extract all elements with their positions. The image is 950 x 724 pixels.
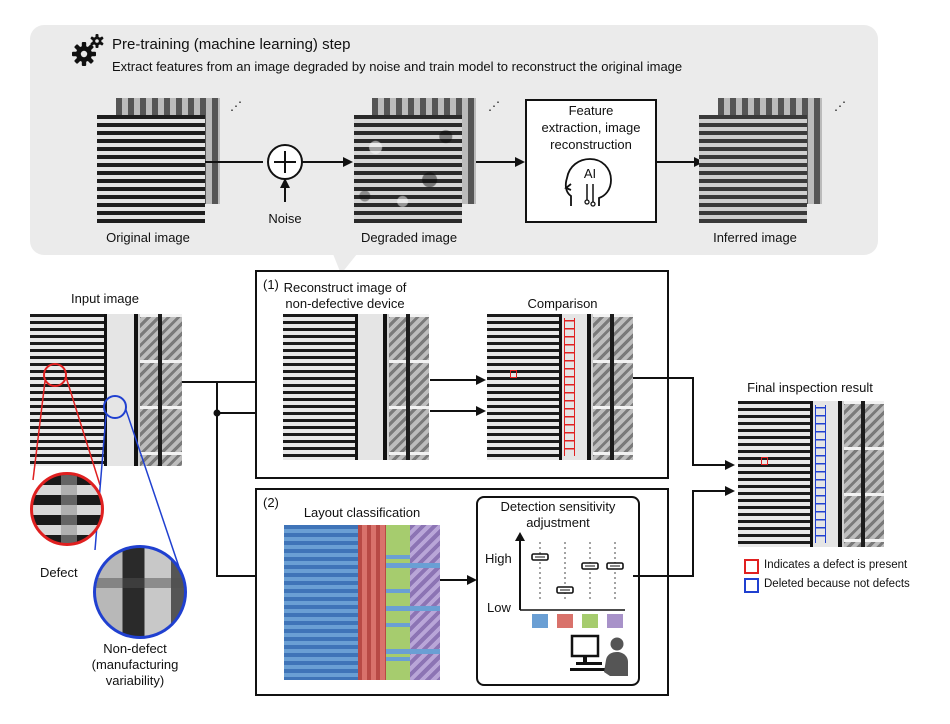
arrows-to-comparison: [430, 375, 486, 416]
degraded-image-label: Degraded image: [360, 230, 458, 245]
layout-class-red: [358, 525, 386, 680]
legend-red-text: Indicates a defect is present: [764, 559, 908, 571]
class-swatch-4: [607, 614, 623, 628]
pretraining-subtitle: Extract features from an image degraded …: [112, 59, 683, 74]
operator-icon: [570, 634, 628, 676]
layout-classification-image: [284, 525, 440, 680]
sensitivity-chart: [515, 532, 625, 628]
ai-head-icon: [564, 158, 612, 207]
class-swatch-1: [532, 614, 548, 628]
high-label: High: [485, 551, 512, 566]
ai-box-line3: reconstruction: [550, 137, 632, 152]
step1-title-line1: Reconstruct image of: [283, 280, 407, 295]
gears-icon: [72, 34, 104, 66]
inferred-image: [699, 115, 807, 223]
input-image: [30, 314, 182, 466]
sensitivity-title-line1: Detection sensitivity: [500, 499, 616, 514]
nondefect-line2: (manufacturing: [91, 657, 179, 672]
layout-class-blue: [284, 525, 358, 680]
final-result-label: Final inspection result: [747, 380, 873, 395]
input-image-label: Input image: [71, 291, 139, 306]
sensitivity-title-line2: adjustment: [526, 515, 590, 530]
legend-blue-swatch: [744, 578, 759, 593]
degraded-ellipsis: ⋰: [488, 99, 500, 113]
arrow-to-ai: [476, 157, 525, 167]
defect-label: Defect: [40, 565, 78, 580]
ai-text: AI: [583, 166, 597, 181]
noise-adder: [205, 144, 353, 202]
final-result-image: [738, 401, 884, 547]
layout-class-separators: [386, 525, 440, 680]
comparison-image: [487, 314, 633, 460]
arrow-to-inferred: [655, 157, 704, 167]
ai-box: [525, 99, 657, 223]
legend-blue-text: Deleted because not defects: [764, 578, 910, 590]
original-image-label: Original image: [106, 230, 190, 245]
arrow-to-sensitivity: [440, 575, 477, 585]
final-deleted-markers: [815, 405, 826, 543]
original-ellipsis: ⋰: [230, 99, 242, 113]
comparison-variability-markers: [564, 318, 575, 456]
class-swatch-2: [557, 614, 573, 628]
class-swatch-3: [582, 614, 598, 628]
legend-red-swatch: [744, 559, 759, 574]
noise-label: Noise: [268, 211, 302, 226]
comparison-label: Comparison: [527, 296, 598, 311]
defect-zoom-circle: [30, 472, 104, 546]
comparison-defect-marker: [510, 370, 517, 378]
step1-title-line2: non-defective device: [285, 296, 405, 311]
nondefect-line3: variability): [105, 673, 165, 688]
layout-classification-label: Layout classification: [303, 505, 421, 520]
result-connectors: [633, 377, 735, 577]
step2-number: (2): [263, 495, 279, 510]
pretraining-title: Pre-training (machine learning) step: [112, 36, 351, 53]
inferred-image-label: Inferred image: [713, 230, 797, 245]
ai-box-line2: extraction, image: [541, 120, 641, 135]
nondefect-line1: Non-defect: [103, 641, 167, 656]
low-label: Low: [487, 600, 511, 615]
ai-box-line1: Feature: [568, 103, 614, 118]
final-defect-marker: [761, 457, 768, 465]
reconstructed-image: [283, 314, 429, 460]
original-image: [97, 115, 205, 223]
zoom-connectors: [32, 363, 181, 571]
nondefect-zoom-circle: [93, 545, 187, 639]
inferred-ellipsis: ⋰: [834, 99, 846, 113]
step1-number: (1): [263, 277, 279, 292]
degraded-image: [354, 115, 462, 223]
callout-pointer: [333, 254, 357, 274]
